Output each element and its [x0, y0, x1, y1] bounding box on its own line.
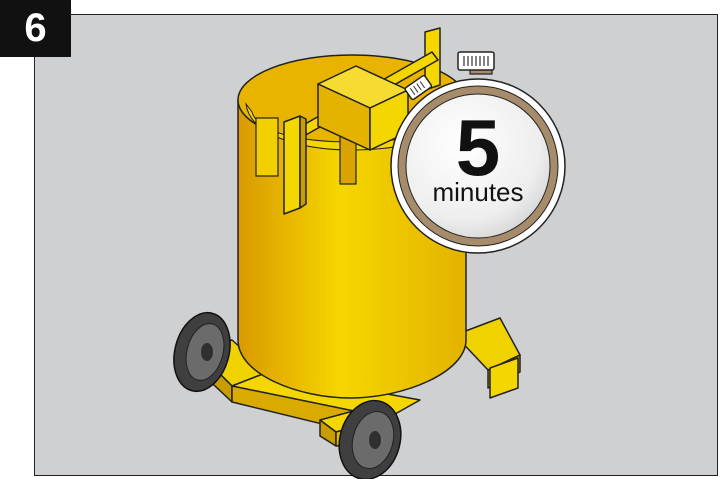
step-number-badge: 6 [0, 0, 71, 57]
timer-unit: minutes [432, 177, 523, 207]
stopwatch-icon: 5 minutes [391, 52, 565, 253]
